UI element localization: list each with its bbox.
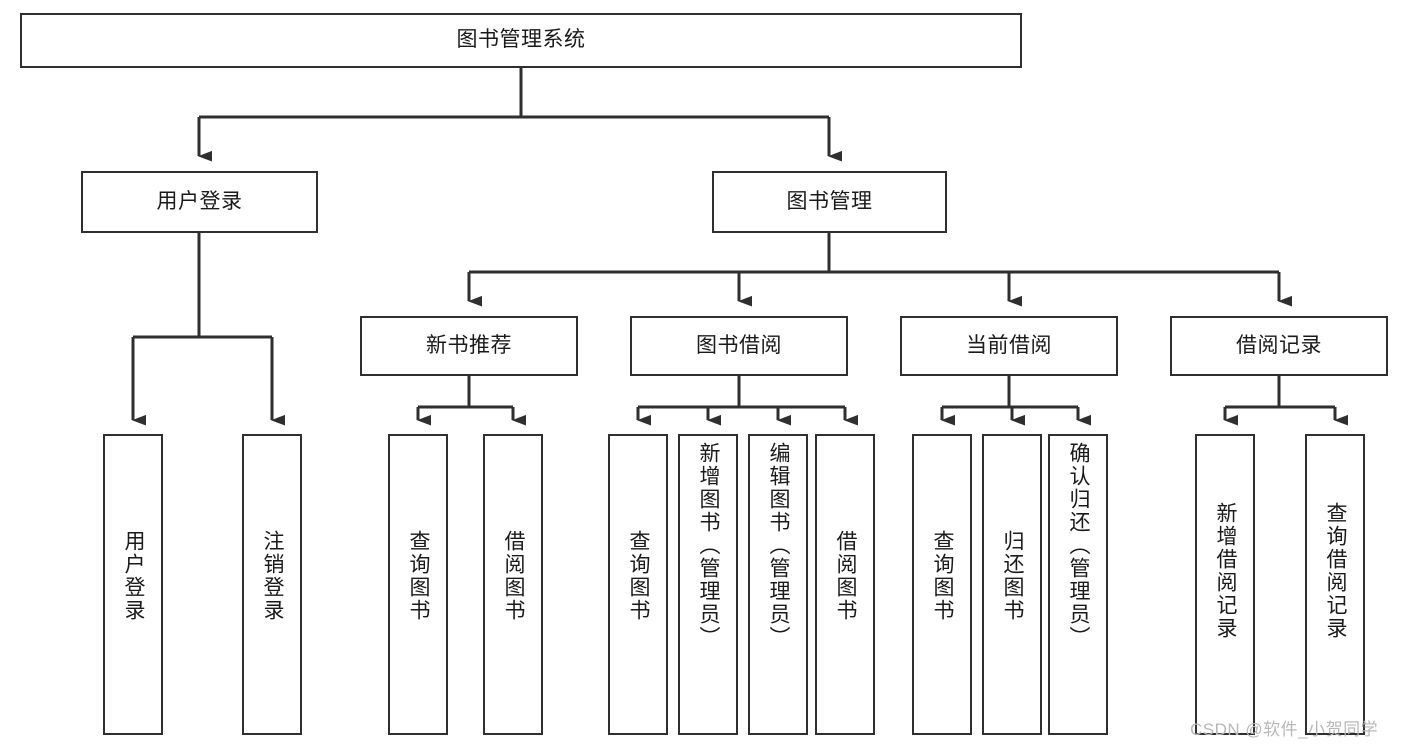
node-leaf-add-book[interactable]: 新增图书（管理员） [678,434,738,735]
node-user-login-label: 用户登录 [156,189,243,213]
node-leaf-query-record[interactable]: 查询借阅记录 [1305,434,1365,735]
node-book-manage[interactable]: 图书管理 [712,171,947,233]
node-leaf-query-book-3[interactable]: 查询图书 [912,434,972,735]
node-leaf-query-book-1[interactable]: 查询图书 [388,434,448,735]
node-current-borrow-label: 当前借阅 [966,333,1052,357]
node-borrow-record[interactable]: 借阅记录 [1170,316,1388,376]
node-leaf-query-book-1-label: 查询图书 [407,530,431,622]
node-leaf-borrow-book-1[interactable]: 借阅图书 [483,434,543,735]
node-leaf-query-book-2[interactable]: 查询图书 [608,434,668,735]
node-leaf-query-book-3-label: 查询图书 [931,530,955,622]
node-leaf-borrow-book-2-label: 借阅图书 [834,530,858,622]
node-leaf-add-book-label: 新增图书（管理员） [697,442,721,649]
node-leaf-edit-book-label: 编辑图书（管理员） [767,442,791,649]
node-user-login[interactable]: 用户登录 [81,171,318,233]
node-book-borrow[interactable]: 图书借阅 [630,316,848,376]
node-leaf-edit-book[interactable]: 编辑图书（管理员） [748,434,808,735]
node-new-book-recommend[interactable]: 新书推荐 [360,316,578,376]
node-leaf-add-record-label: 新增借阅记录 [1214,502,1238,640]
node-leaf-user-login[interactable]: 用户登录 [103,434,163,735]
node-leaf-confirm-return[interactable]: 确认归还（管理员） [1048,434,1108,735]
node-book-borrow-label: 图书借阅 [696,333,782,357]
node-leaf-query-record-label: 查询借阅记录 [1324,502,1348,640]
node-leaf-add-record[interactable]: 新增借阅记录 [1195,434,1255,735]
node-new-book-recommend-label: 新书推荐 [426,333,512,357]
node-leaf-logout-label: 注销登录 [261,530,285,622]
node-leaf-return-book[interactable]: 归还图书 [982,434,1042,735]
node-leaf-query-book-2-label: 查询图书 [627,530,651,622]
node-leaf-user-login-label: 用户登录 [122,530,146,622]
node-leaf-logout[interactable]: 注销登录 [242,434,302,735]
node-current-borrow[interactable]: 当前借阅 [900,316,1118,376]
node-leaf-confirm-return-label: 确认归还（管理员） [1067,442,1091,649]
node-borrow-record-label: 借阅记录 [1236,333,1322,357]
node-root-label: 图书管理系统 [456,28,586,52]
watermark: CSDN @软件_小贺同学 [1190,720,1379,739]
node-leaf-borrow-book-1-label: 借阅图书 [502,530,526,622]
node-leaf-return-book-label: 归还图书 [1001,530,1025,622]
node-root[interactable]: 图书管理系统 [20,13,1022,68]
node-book-manage-label: 图书管理 [786,189,873,213]
node-leaf-borrow-book-2[interactable]: 借阅图书 [815,434,875,735]
